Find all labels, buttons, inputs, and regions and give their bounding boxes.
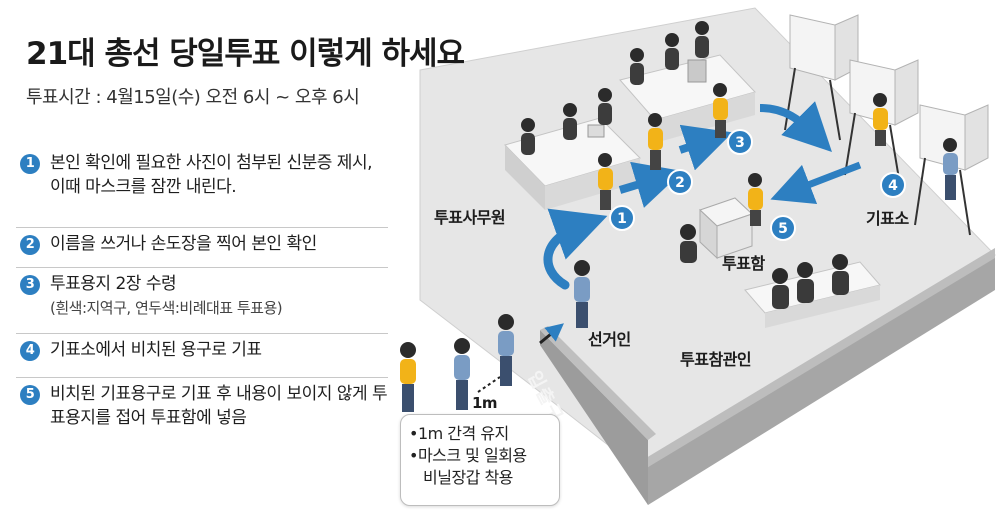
flow-arrows	[477, 101, 862, 393]
step-5: 5 비치된 기표용구로 기표 후 내용이 보이지 않게 투표용지를 접어 투표함…	[16, 377, 388, 443]
label-observers: 투표참관인	[680, 350, 752, 369]
svg-text:2: 2	[675, 175, 685, 191]
page-title: 21대 총선 당일투표 이렇게 하세요	[26, 36, 465, 72]
entrance-wall	[540, 330, 648, 505]
voting-booths	[784, 14, 989, 236]
safety-note: •1m 간격 유지 •마스크 및 일회용 비닐장갑 착용	[400, 414, 560, 506]
marker-5: 5	[770, 215, 796, 241]
step-markers: 1 2 3 4 5	[609, 129, 906, 241]
label-officials: 투표사무원	[434, 208, 506, 227]
label-booth: 기표소	[866, 209, 909, 228]
svg-text:1: 1	[617, 211, 627, 227]
label-ballot-box: 투표함	[722, 254, 765, 273]
right-wall	[640, 255, 995, 505]
svg-text:4: 4	[888, 178, 898, 194]
step-number-badge: 5	[20, 385, 40, 405]
step-text: 기표소에서 비치된 용구로 기표	[50, 340, 262, 360]
svg-text:3: 3	[735, 135, 745, 151]
step-number-badge: 4	[20, 341, 40, 361]
step-2: 2 이름을 쓰거나 손도장을 찍어 본인 확인	[16, 227, 388, 267]
svg-text:5: 5	[778, 221, 788, 237]
label-distance: 1m	[472, 394, 498, 412]
step-number-badge: 3	[20, 275, 40, 295]
step-text: 투표용지 2장 수령	[50, 274, 177, 294]
marker-3: 3	[727, 129, 753, 155]
label-voter: 선거인	[588, 330, 631, 349]
steps-list: 1 본인 확인에 필요한 사진이 첨부된 신분증 제시, 이때 마스크를 잠깐 …	[16, 147, 388, 443]
marker-2: 2	[667, 169, 693, 195]
marker-4: 4	[880, 172, 906, 198]
voting-hours: 투표시간 : 4월15일(수) 오전 6시 ~ 오후 6시	[26, 87, 360, 108]
step-text: 비치된 기표용구로 기표 후 내용이 보이지 않게 투표용지를 접어 투표함에 …	[50, 384, 388, 428]
note-line-3: 비닐장갑 착용	[423, 468, 513, 487]
people	[400, 21, 958, 412]
note-line-2: •마스크 및 일회용	[409, 446, 527, 465]
marker-1: 1	[609, 205, 635, 231]
note-line-1: •1m 간격 유지	[409, 424, 509, 443]
step-4: 4 기표소에서 비치된 용구로 기표	[16, 333, 388, 377]
step-3: 3 투표용지 2장 수령 (흰색:지역구, 연두색:비례대표 투표용)	[16, 267, 388, 333]
step-text: 이름을 쓰거나 손도장을 찍어 본인 확인	[50, 234, 317, 254]
step-number-badge: 2	[20, 235, 40, 255]
step-subtext: (흰색:지역구, 연두색:비례대표 투표용)	[50, 299, 283, 317]
step-text: 본인 확인에 필요한 사진이 첨부된 신분증 제시, 이때 마스크를 잠깐 내린…	[50, 153, 373, 197]
step-1: 1 본인 확인에 필요한 사진이 첨부된 신분증 제시, 이때 마스크를 잠깐 …	[16, 147, 388, 227]
ballot-box	[699, 197, 753, 260]
step-number-badge: 1	[20, 154, 40, 174]
